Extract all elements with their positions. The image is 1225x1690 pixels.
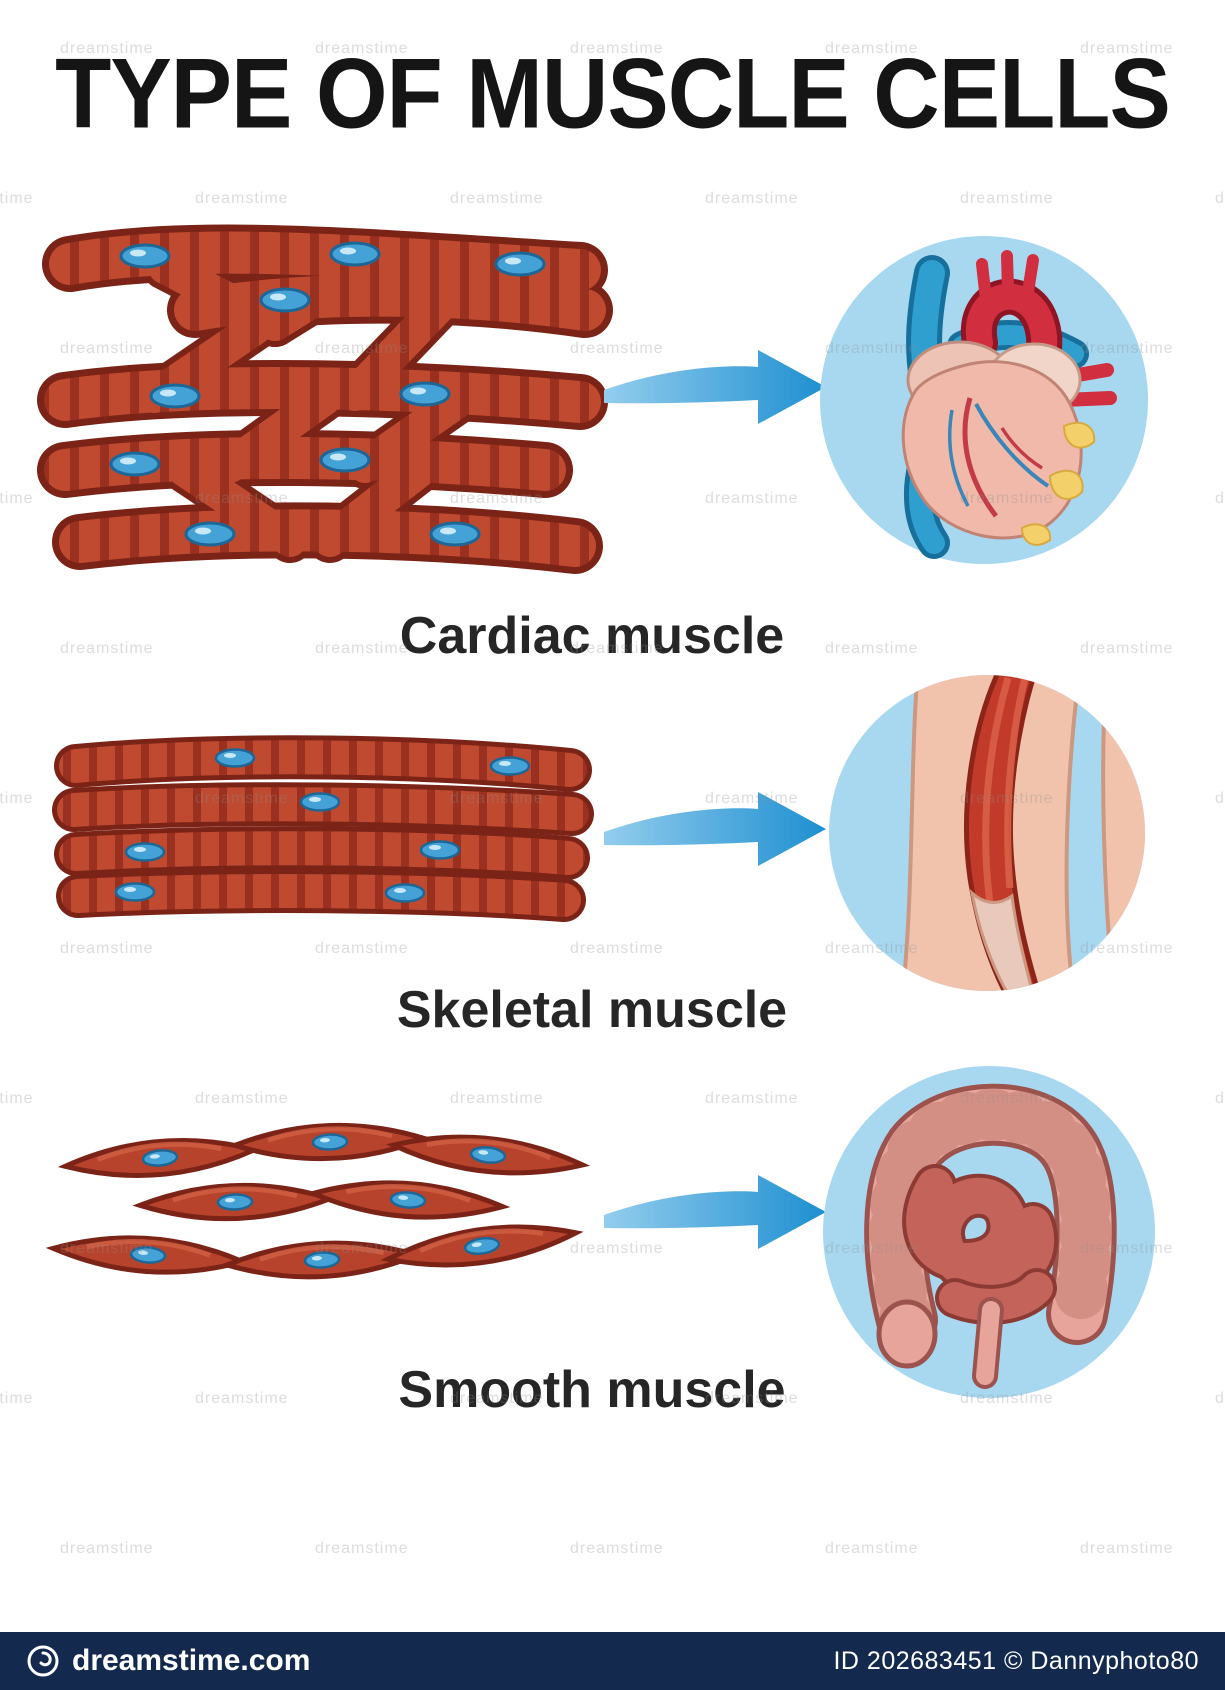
image-credit: ID 202683451 © Dannyphoto80 <box>833 1646 1199 1675</box>
limb-muscle-icon <box>822 668 1152 998</box>
cardiac-muscle-label: Cardiac muscle <box>399 607 785 665</box>
dreamstime-branding: dreamstime.com <box>26 1644 310 1678</box>
footer-bar: dreamstime.com ID 202683451 © Dannyphoto… <box>0 1632 1225 1690</box>
smooth-muscle-cells-icon <box>30 1100 610 1315</box>
intestines-icon <box>815 1058 1163 1406</box>
dreamstime-logo-icon <box>26 1644 60 1678</box>
cardiac-muscle-cells-icon <box>25 212 615 592</box>
poster-title: TYPE OF MUSCLE CELLS <box>55 38 1171 150</box>
footer-site-text: dreamstime.com <box>72 1644 311 1677</box>
smooth-muscle-label: Smooth muscle <box>398 1361 786 1419</box>
skeletal-muscle-fibers-icon <box>50 730 595 930</box>
smooth-arrow-icon <box>600 1165 830 1260</box>
heart-icon <box>812 228 1157 573</box>
skeletal-muscle-label: Skeletal muscle <box>396 981 788 1039</box>
skeletal-arrow-icon <box>600 782 830 877</box>
cardiac-arrow-icon <box>600 340 830 435</box>
